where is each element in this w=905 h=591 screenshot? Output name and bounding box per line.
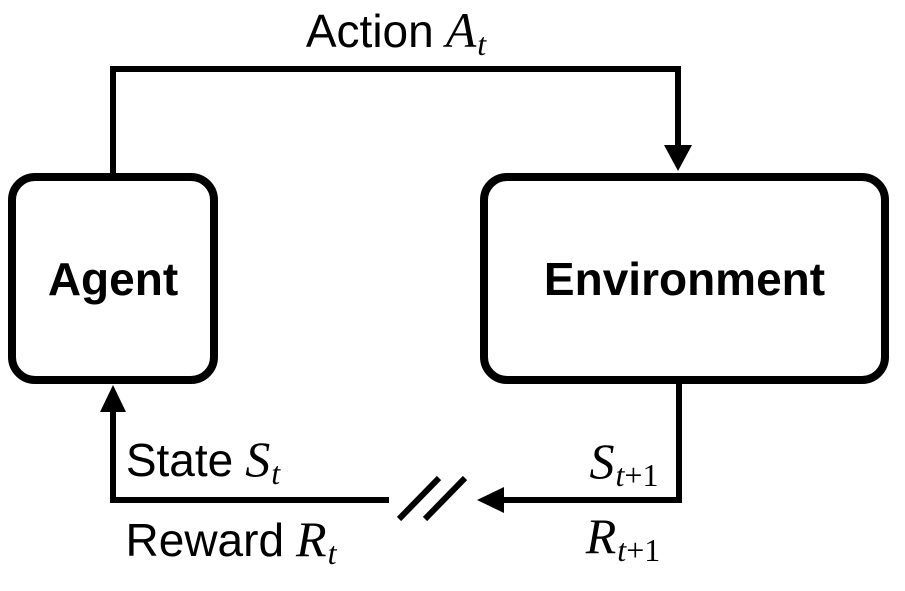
next-reward-label: Rt+1 xyxy=(585,508,660,566)
environment-label: Environment xyxy=(543,252,826,305)
action-arrow xyxy=(110,66,692,178)
state-word: State xyxy=(125,434,234,486)
next-state-variable: S xyxy=(589,433,615,489)
reward-subscript: t xyxy=(327,535,337,572)
action-word: Action xyxy=(305,5,434,57)
action-arrow-line xyxy=(110,66,681,178)
slash-1 xyxy=(396,475,442,522)
environment-output-arrow xyxy=(477,379,682,513)
next-reward-variable: R xyxy=(585,508,617,564)
arrowhead-down-icon xyxy=(664,145,692,171)
agent-input-line xyxy=(110,410,389,503)
slash-2 xyxy=(422,475,468,522)
environment-output-line xyxy=(502,379,682,503)
next-reward-subscript: t+1 xyxy=(617,532,661,569)
state-subscript: t xyxy=(271,455,281,492)
agent-input-arrow xyxy=(100,385,389,503)
agent-label: Agent xyxy=(47,252,179,305)
action-subscript: t xyxy=(477,26,487,63)
next-state-subscript: t+1 xyxy=(615,457,659,494)
next-state-label: St+1 xyxy=(589,433,659,491)
timestep-separator-icon xyxy=(396,475,468,522)
action-variable: A xyxy=(445,2,477,58)
agent-node: Agent xyxy=(8,173,218,384)
reward-variable: R xyxy=(296,511,327,567)
arrowhead-up-icon xyxy=(100,385,126,412)
state-variable: S xyxy=(245,431,271,487)
environment-node: Environment xyxy=(480,173,889,384)
reward-word: Reward xyxy=(125,514,285,566)
arrowhead-left-icon xyxy=(477,487,504,513)
